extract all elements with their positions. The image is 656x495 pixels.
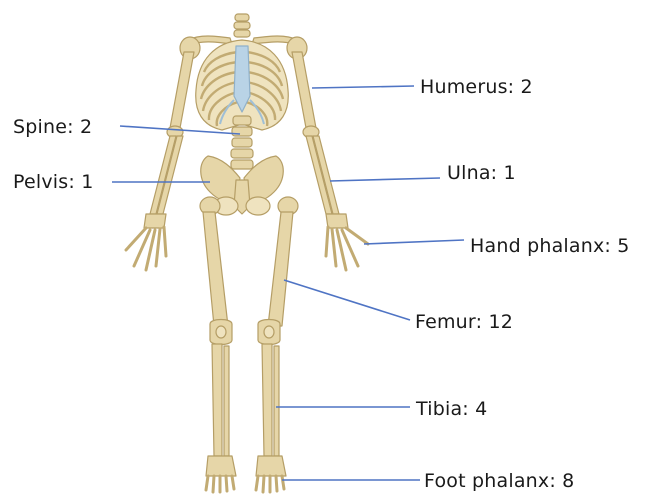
leader-line-humerus bbox=[312, 86, 414, 88]
cervical-spine bbox=[234, 14, 250, 37]
lumbar-spine bbox=[231, 116, 253, 169]
leader-line-femur bbox=[284, 280, 410, 320]
leader-line-ulna bbox=[330, 178, 440, 181]
label-hand-phalanx: Hand phalanx: 5 bbox=[470, 235, 630, 257]
label-ulna: Ulna: 1 bbox=[447, 162, 516, 184]
arm-left bbox=[126, 52, 194, 270]
label-humerus: Humerus: 2 bbox=[420, 76, 533, 98]
label-pelvis: Pelvis: 1 bbox=[13, 171, 94, 193]
label-tibia: Tibia: 4 bbox=[416, 398, 487, 420]
leg-left bbox=[200, 197, 236, 492]
leg-right bbox=[256, 197, 298, 492]
label-spine: Spine: 2 bbox=[13, 116, 92, 138]
leader-line-hand-phalanx bbox=[364, 240, 464, 244]
arm-right bbox=[292, 52, 368, 270]
label-femur: Femur: 12 bbox=[415, 311, 513, 333]
label-foot-phalanx: Foot phalanx: 8 bbox=[424, 470, 574, 492]
